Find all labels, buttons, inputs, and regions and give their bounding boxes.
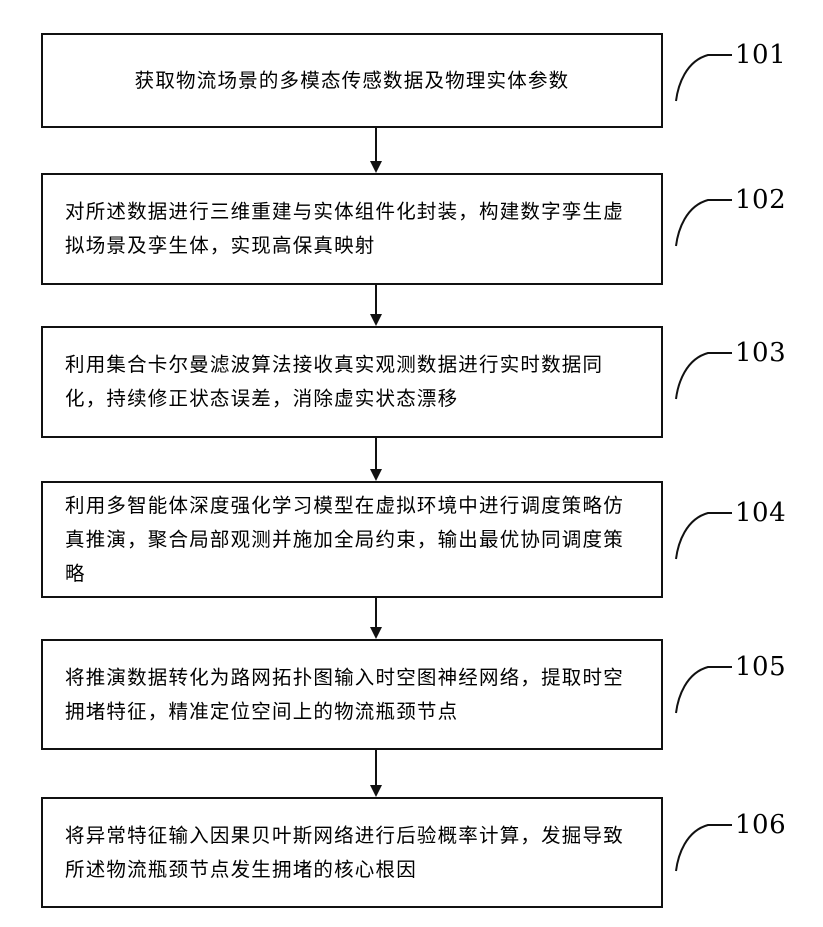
step-box-106: 将异常特征输入因果贝叶斯网络进行后验概率计算，发掘导致所述物流瓶颈节点发生拥堵的… [41, 797, 663, 908]
leader-line-105 [670, 657, 740, 717]
step-text-105: 将推演数据转化为路网拓扑图输入时空图神经网络，提取时空拥堵特征，精准定位空间上的… [43, 661, 661, 729]
step-text-101: 获取物流场景的多模态传感数据及物理实体参数 [43, 64, 661, 98]
leader-line-104 [670, 503, 740, 563]
leader-line-101 [670, 45, 740, 105]
step-number-106: 106 [735, 810, 786, 840]
step-text-106: 将异常特征输入因果贝叶斯网络进行后验概率计算，发掘导致所述物流瓶颈节点发生拥堵的… [43, 819, 661, 887]
step-box-105: 将推演数据转化为路网拓扑图输入时空图神经网络，提取时空拥堵特征，精准定位空间上的… [41, 639, 663, 750]
leader-line-106 [670, 815, 740, 875]
step-number-105: 105 [735, 652, 786, 682]
leader-line-103 [670, 343, 740, 403]
step-text-103: 利用集合卡尔曼滤波算法接收真实观测数据进行实时数据同化，持续修正状态误差，消除虚… [43, 348, 661, 416]
leader-line-102 [670, 190, 740, 250]
step-number-101: 101 [735, 40, 786, 70]
step-number-102: 102 [735, 185, 786, 215]
step-box-104: 利用多智能体深度强化学习模型在虚拟环境中进行调度策略仿真推演，聚合局部观测并施加… [41, 481, 663, 598]
step-text-104: 利用多智能体深度强化学习模型在虚拟环境中进行调度策略仿真推演，聚合局部观测并施加… [43, 489, 661, 591]
step-number-104: 104 [735, 498, 786, 528]
step-box-103: 利用集合卡尔曼滤波算法接收真实观测数据进行实时数据同化，持续修正状态误差，消除虚… [41, 326, 663, 438]
step-box-102: 对所述数据进行三维重建与实体组件化封装，构建数字孪生虚拟场景及孪生体，实现高保真… [41, 173, 663, 285]
step-number-103: 103 [735, 338, 786, 368]
step-box-101: 获取物流场景的多模态传感数据及物理实体参数 [41, 33, 663, 128]
step-text-102: 对所述数据进行三维重建与实体组件化封装，构建数字孪生虚拟场景及孪生体，实现高保真… [43, 195, 661, 263]
